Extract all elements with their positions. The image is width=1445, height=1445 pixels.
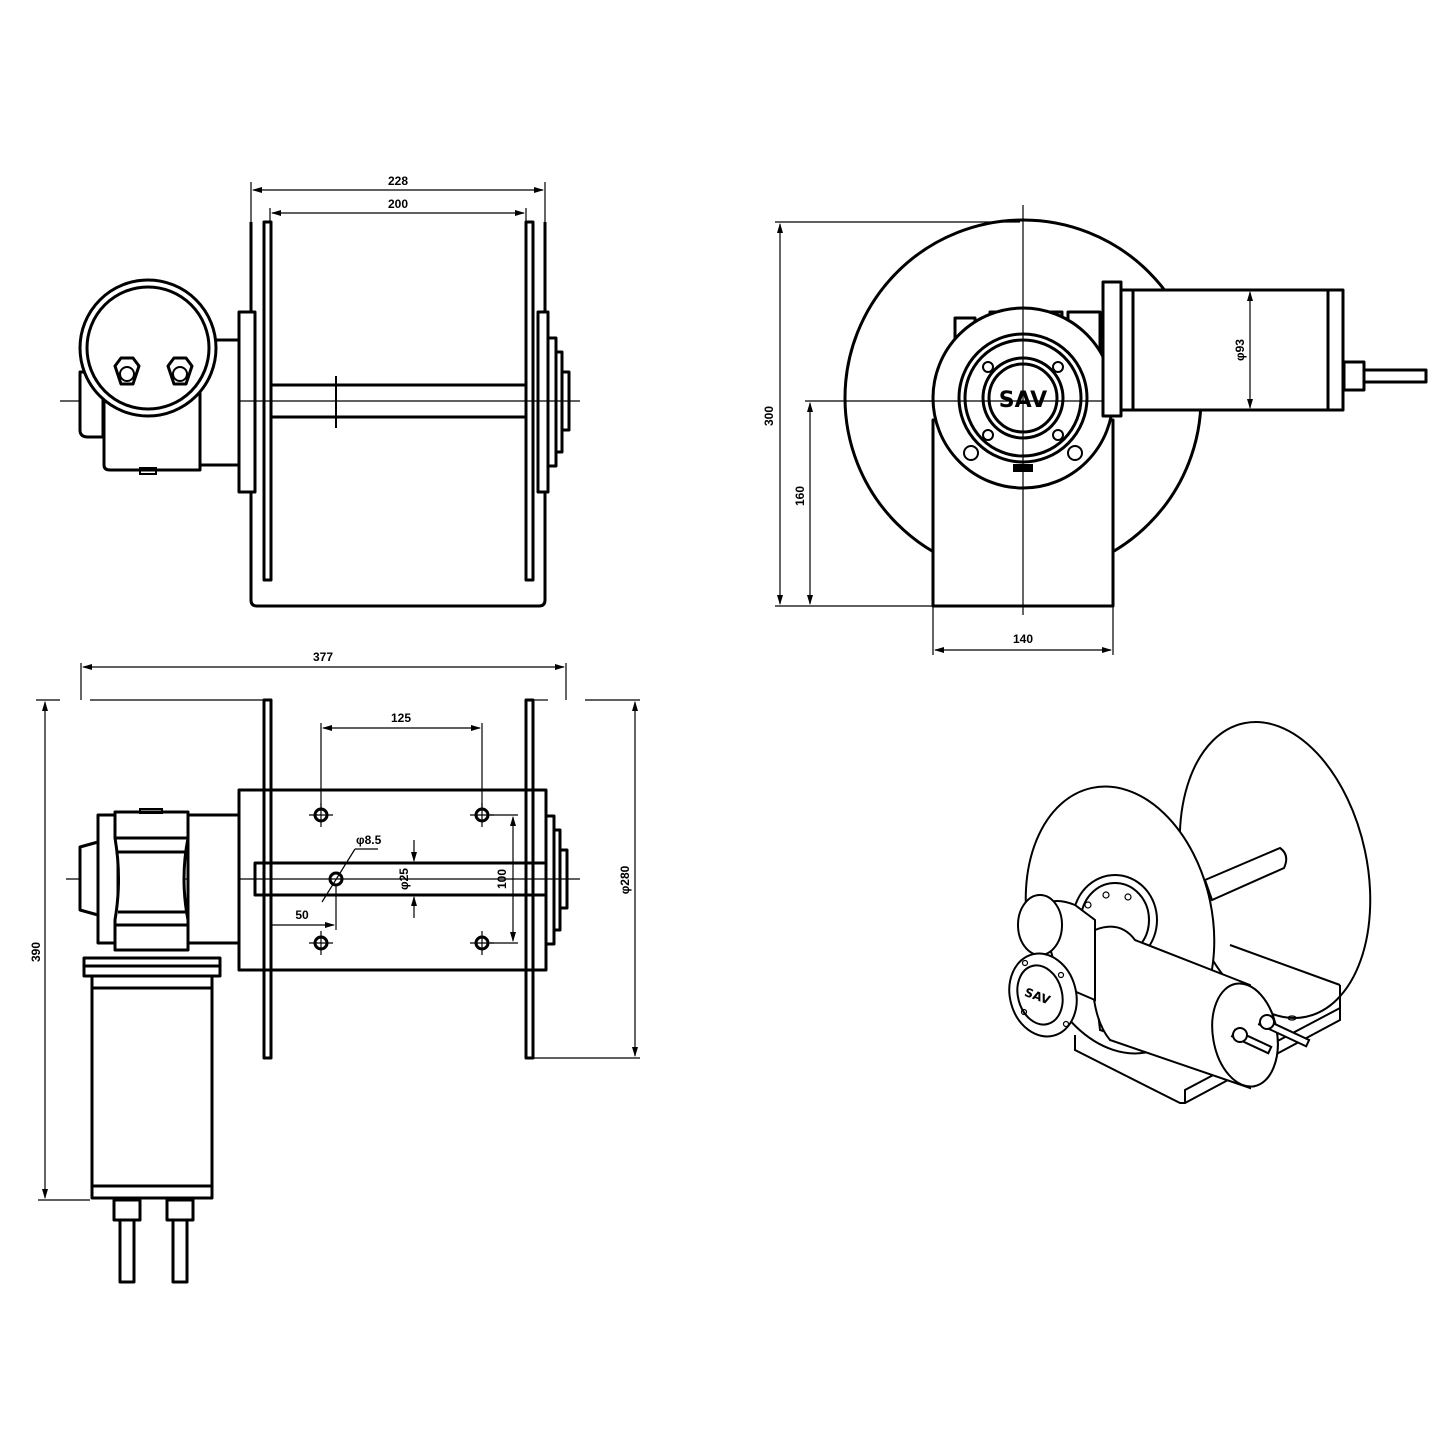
dim-label-phi93: φ93 — [1233, 339, 1247, 361]
dim-label-50: 50 — [295, 908, 309, 922]
dim-label-100: 100 — [495, 869, 509, 889]
dim-label-125: 125 — [391, 711, 411, 725]
gearbox-body — [113, 810, 190, 952]
dim-label-phi280: φ280 — [618, 865, 632, 894]
dim-label-phi8-5: φ8.5 — [356, 833, 382, 847]
dim-label-140: 140 — [1013, 632, 1033, 646]
dimension-edge-offset: 50 — [271, 885, 337, 930]
cable-2 — [171, 1218, 189, 1284]
motor-body — [1119, 288, 1345, 412]
iso-shaft — [1203, 846, 1288, 902]
dimension-hole-diameter: φ8.5 — [321, 833, 382, 903]
dimension-overall-length: 377 — [80, 650, 567, 700]
cable-gland-1 — [112, 1198, 142, 1222]
mount-plate-left — [237, 310, 257, 494]
dimension-shaft-diameter: φ25 — [397, 840, 417, 918]
dim-label-phi25: φ25 — [397, 868, 411, 890]
top-view: 228 200 — [60, 174, 580, 608]
dim-label-228: 228 — [388, 174, 408, 188]
dimension-flange-diameter: φ280 — [533, 701, 640, 1059]
dim-label-200: 200 — [388, 197, 408, 211]
dim-label-377: 377 — [313, 650, 333, 664]
motor-body — [90, 974, 214, 1200]
motor-flange — [1101, 280, 1123, 418]
junction-box — [78, 278, 218, 418]
dim-label-300: 300 — [762, 406, 776, 426]
motor-cable-gland — [1342, 360, 1366, 392]
dimension-drum-width: 200 — [269, 197, 527, 230]
dimension-base-width: 140 — [932, 606, 1114, 655]
dimension-overall-height: 390 — [29, 701, 90, 1201]
dim-label-160: 160 — [793, 486, 807, 506]
dimension-hole-spacing-x: 125 — [320, 711, 483, 808]
cable-gland-2 — [165, 1198, 195, 1222]
u-bracket — [249, 222, 547, 608]
dimension-hole-spacing-y: 100 — [490, 814, 518, 944]
cable-1 — [118, 1218, 136, 1284]
front-view: 377 390 φ280 — [29, 650, 640, 1284]
side-view: 300 160 140 SAV — [762, 205, 1428, 655]
motor-cable — [1362, 368, 1428, 384]
dimension-overall-height: 300 — [762, 221, 1020, 607]
isometric-view: SAV — [1008, 721, 1372, 1104]
dim-label-390: 390 — [29, 942, 43, 962]
